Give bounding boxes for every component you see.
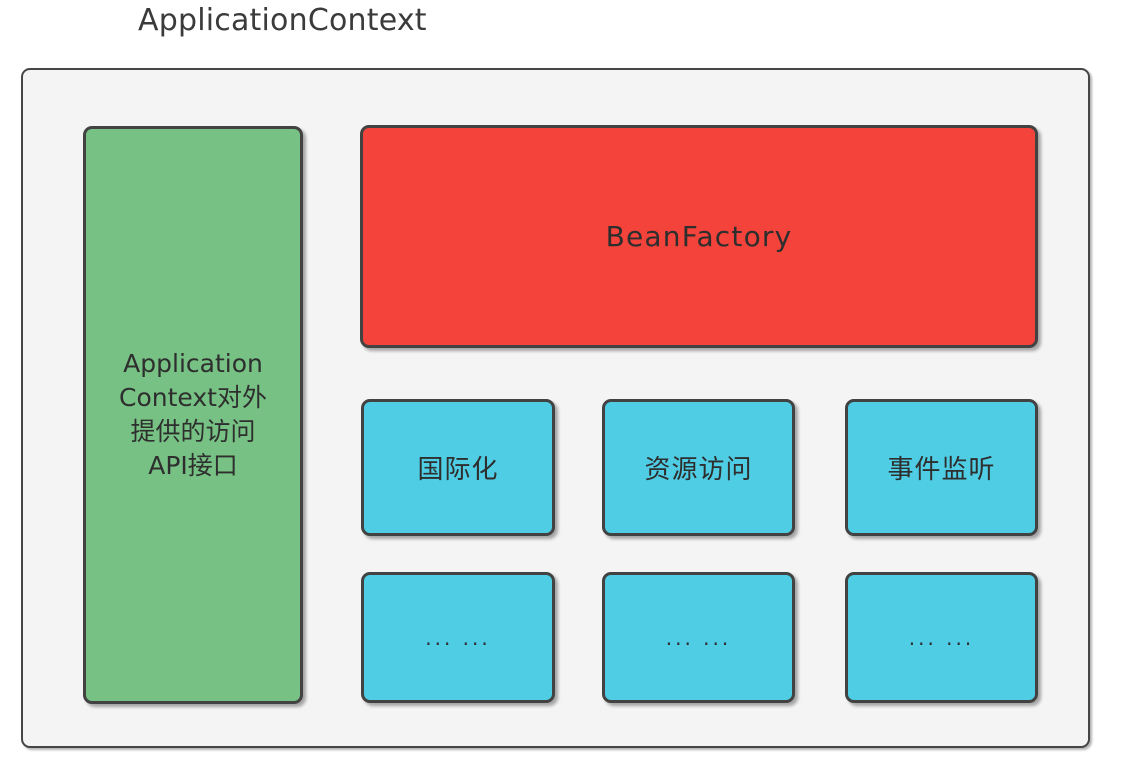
node-more-label: ... ...: [425, 625, 491, 650]
node-feature-label: 资源访问: [644, 455, 753, 485]
node-feature-event-listening: 事件监听: [845, 399, 1038, 536]
node-application-context-api: Application Context对外 提供的访问 API接口: [83, 126, 303, 704]
node-api-label-line-4: API接口: [148, 451, 238, 480]
node-api-label-line-2: Context对外: [119, 383, 267, 412]
page-title: ApplicationContext: [138, 3, 427, 38]
node-more-label: ... ...: [908, 625, 975, 650]
node-more-3: ... ...: [845, 572, 1038, 703]
node-feature-label: 事件监听: [887, 455, 996, 485]
node-feature-internationalization: 国际化: [361, 399, 555, 536]
node-api-label: Application Context对外 提供的访问 API接口: [119, 347, 267, 483]
node-feature-label: 国际化: [417, 455, 499, 485]
node-bean-factory: BeanFactory: [360, 125, 1038, 348]
node-api-label-line-3: 提供的访问: [130, 417, 256, 446]
node-more-1: ... ...: [361, 572, 555, 703]
node-bean-factory-label: BeanFactory: [605, 220, 793, 253]
application-context-container: Application Context对外 提供的访问 API接口 BeanFa…: [21, 68, 1090, 748]
node-api-label-line-1: Application: [123, 349, 263, 378]
node-feature-resource-access: 资源访问: [602, 399, 795, 536]
node-more-label: ... ...: [665, 625, 732, 650]
node-more-2: ... ...: [602, 572, 795, 703]
